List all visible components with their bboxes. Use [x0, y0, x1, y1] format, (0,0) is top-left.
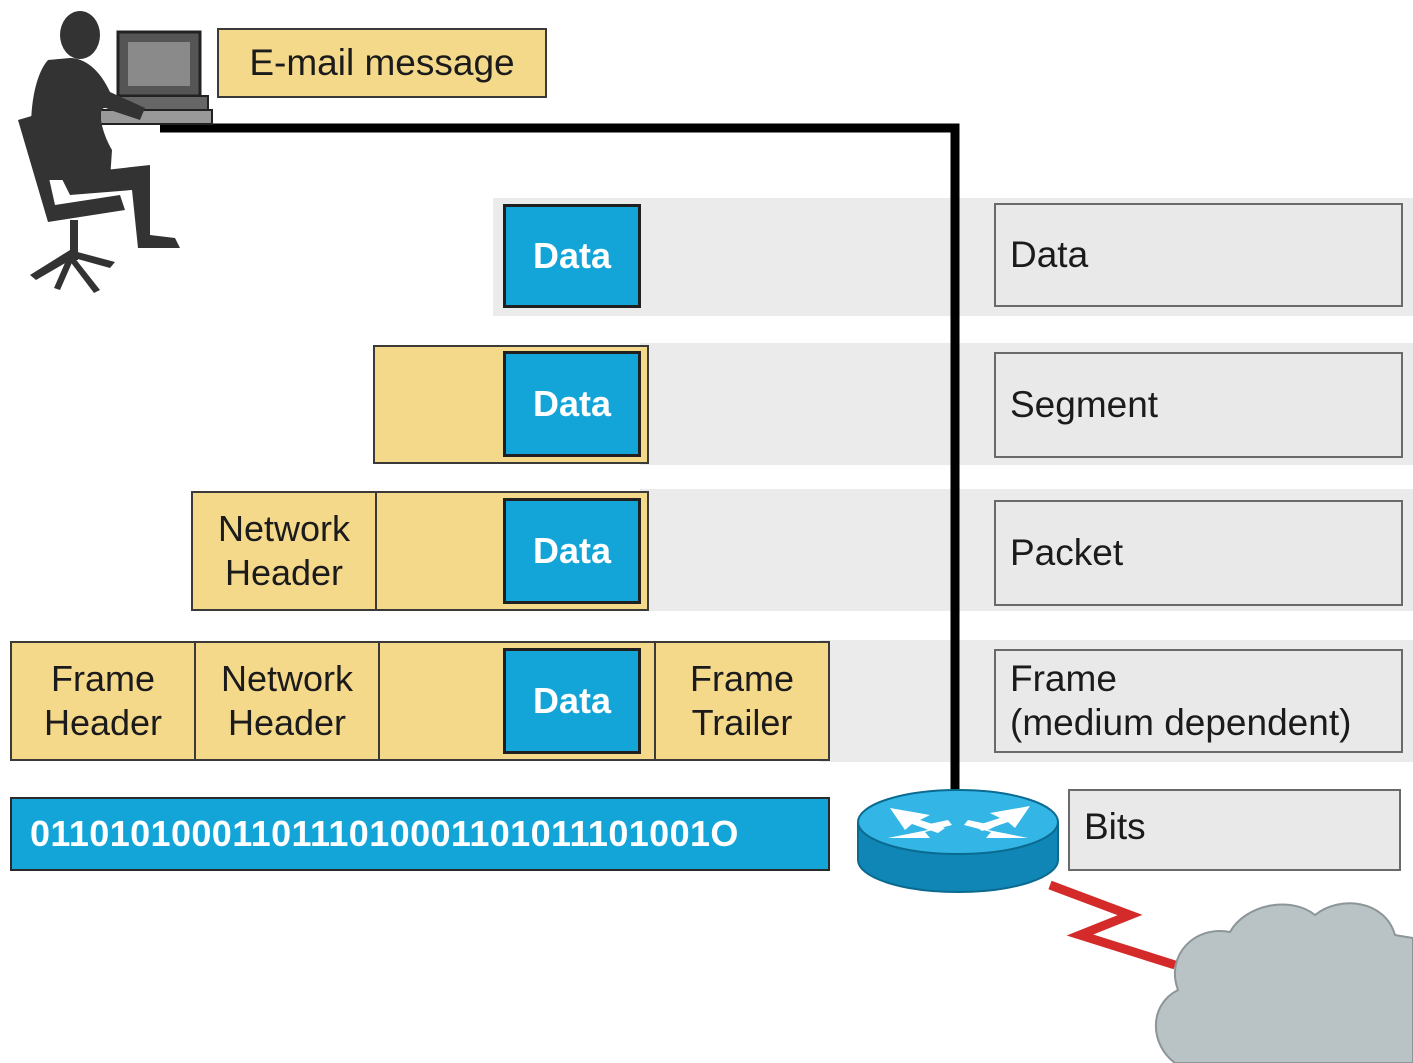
cloud-icon	[1155, 902, 1413, 1063]
data-block: Data	[503, 204, 641, 308]
user-at-computer-icon	[18, 11, 213, 293]
bit-stream: 0110101000110111010001101011101001O	[10, 797, 830, 871]
serial-link-icon	[1048, 880, 1177, 970]
pdu-label-bits: Bits	[1068, 789, 1401, 871]
data-block: Data	[503, 648, 641, 754]
pdu-label-segment: Segment	[994, 352, 1403, 458]
router-icon	[857, 789, 1059, 893]
email-message-label: E-mail message	[217, 28, 547, 98]
frame-block: Frame Header Network Header Frame Traile…	[10, 641, 830, 761]
data-block: Data	[503, 351, 641, 457]
network-header-cell: Network Header	[193, 493, 377, 609]
network-header-cell: Network Header	[196, 643, 380, 759]
pdu-label-data: Data	[994, 203, 1403, 307]
frame-spacer-cell	[380, 643, 656, 759]
frame-header-cell: Frame Header	[12, 643, 196, 759]
network-wire	[160, 123, 960, 800]
frame-trailer-cell: Frame Trailer	[689, 658, 794, 743]
pdu-label-frame: Frame (medium dependent)	[994, 649, 1403, 753]
pdu-label-packet: Packet	[994, 500, 1403, 606]
data-block: Data	[503, 498, 641, 604]
